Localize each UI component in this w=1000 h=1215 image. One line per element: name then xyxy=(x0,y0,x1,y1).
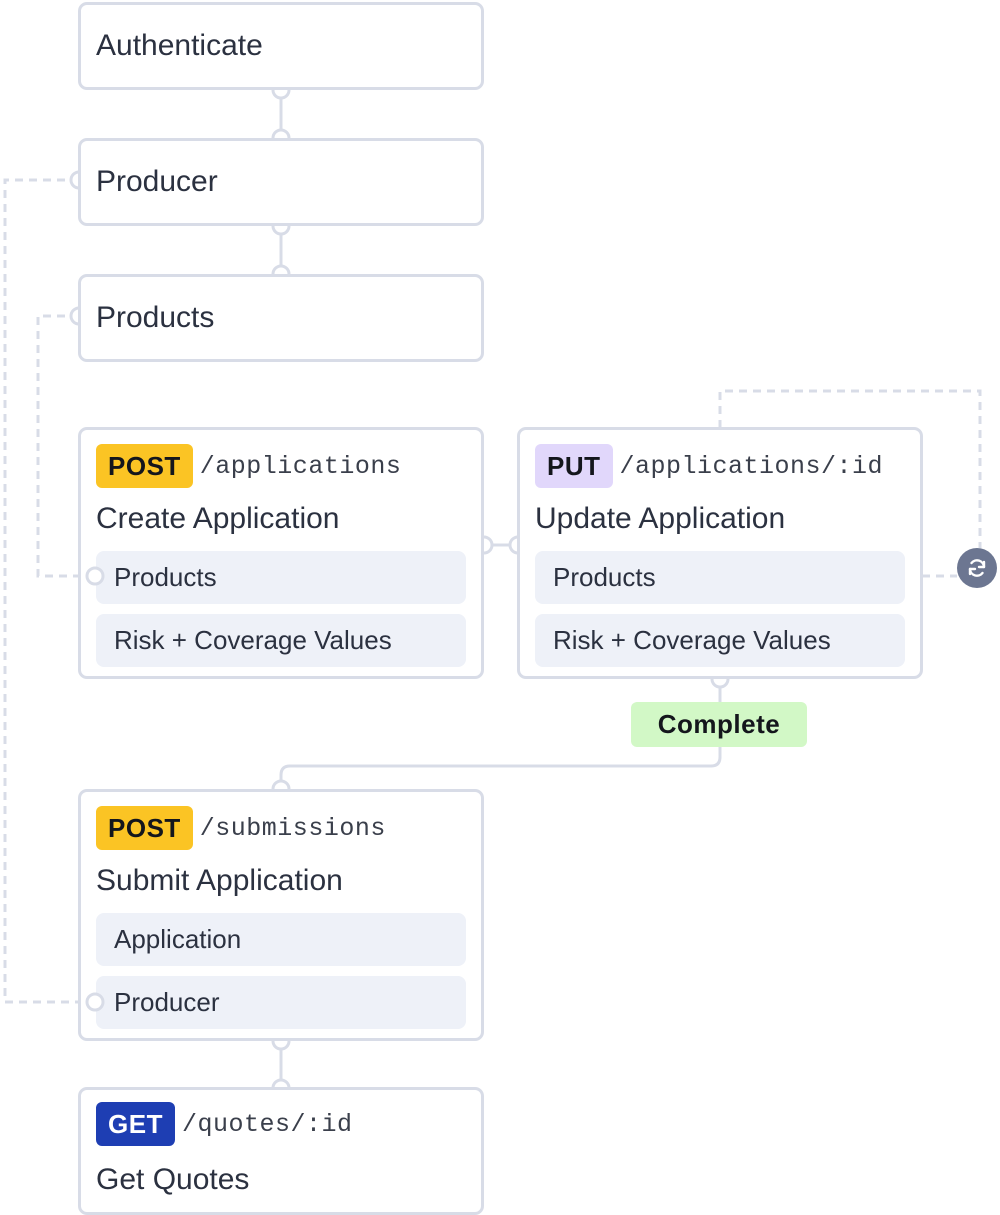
node-create-application[interactable]: POST /applications Create Application Pr… xyxy=(78,427,484,679)
field-chip-application: Application xyxy=(96,913,466,966)
node-update-application[interactable]: PUT /applications/:id Update Application… xyxy=(517,427,923,679)
node-authenticate[interactable]: Authenticate xyxy=(78,2,484,90)
dashed-link-producer-to-submit xyxy=(5,180,87,1002)
complete-badge: Complete xyxy=(631,702,807,747)
node-title: Create Application xyxy=(96,502,340,536)
field-chip-products: Products xyxy=(535,551,905,604)
method-badge-put: PUT xyxy=(535,444,613,488)
field-chip-risk-coverage: Risk + Coverage Values xyxy=(96,614,466,667)
node-get-quotes[interactable]: GET /quotes/:id Get Quotes xyxy=(78,1087,484,1215)
field-chip-risk-coverage: Risk + Coverage Values xyxy=(535,614,905,667)
endpoint: GET /quotes/:id xyxy=(96,1102,352,1146)
refresh-button[interactable] xyxy=(957,548,997,588)
method-badge-get: GET xyxy=(96,1102,175,1146)
node-title: Products xyxy=(96,277,214,359)
method-badge-post: POST xyxy=(96,806,193,850)
method-badge-post: POST xyxy=(96,444,193,488)
refresh-icon xyxy=(965,556,989,580)
node-title: Producer xyxy=(96,141,218,223)
field-chip-producer: Producer xyxy=(96,976,466,1029)
endpoint: PUT /applications/:id xyxy=(535,444,883,488)
node-title: Submit Application xyxy=(96,864,343,898)
node-title: Get Quotes xyxy=(96,1163,249,1197)
endpoint-path: /applications xyxy=(200,452,402,481)
endpoint-path: /quotes/:id xyxy=(182,1110,353,1139)
endpoint-path: /applications/:id xyxy=(620,452,884,481)
node-title: Update Application xyxy=(535,502,785,536)
field-chip-products: Products xyxy=(96,551,466,604)
endpoint-path: /submissions xyxy=(200,814,386,843)
node-title: Authenticate xyxy=(96,5,263,87)
endpoint: POST /submissions xyxy=(96,806,386,850)
node-products[interactable]: Products xyxy=(78,274,484,362)
node-producer[interactable]: Producer xyxy=(78,138,484,226)
endpoint: POST /applications xyxy=(96,444,401,488)
node-submit-application[interactable]: POST /submissions Submit Application App… xyxy=(78,789,484,1041)
